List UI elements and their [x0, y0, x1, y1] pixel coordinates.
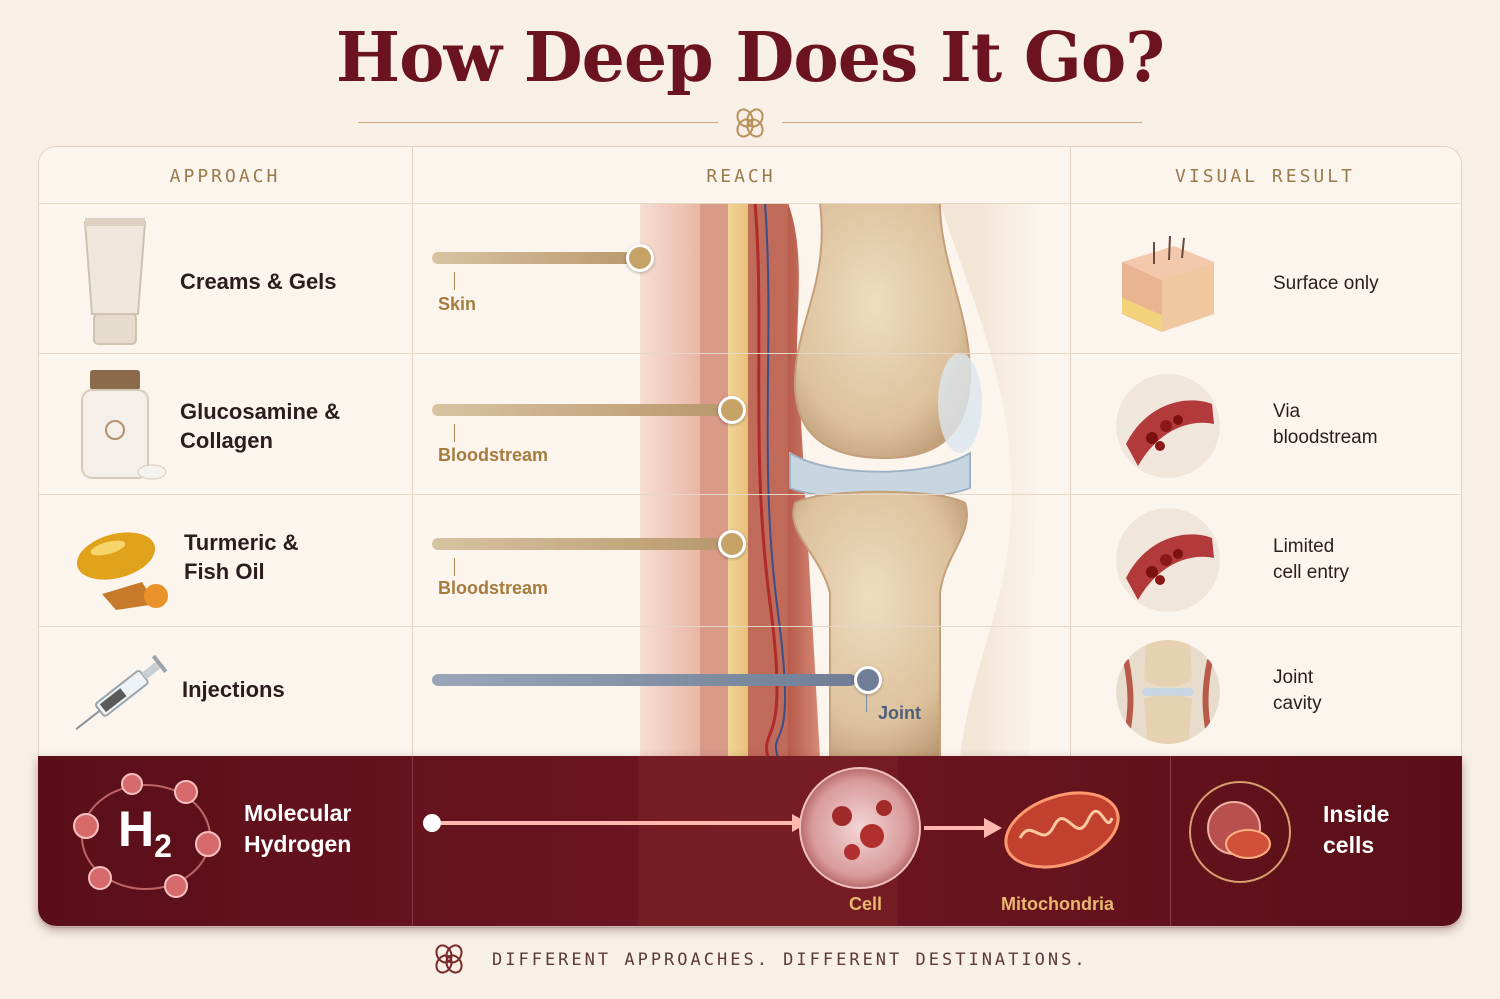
row-divider [38, 203, 1460, 204]
header-reach: REACH [706, 166, 776, 187]
result-line: cavity [1273, 693, 1322, 714]
hydrogen-molecule-icon [73, 773, 221, 898]
hydrogen-mitochondria-label: Mitochondria [1001, 894, 1114, 914]
result-surface-only: Surface only [1273, 273, 1379, 294]
page-title: How Deep Does It Go? [335, 18, 1165, 98]
hydrogen-reach-path [423, 756, 1120, 926]
reach-marker-bloodstream [718, 396, 746, 424]
knot-ornament-icon [736, 108, 764, 138]
approach-line: Fish Oil [184, 559, 265, 584]
result-line: Inside [1323, 801, 1390, 827]
approach-line: Hydrogen [244, 831, 352, 857]
result-line: Via [1273, 401, 1301, 422]
syringe-icon [75, 654, 168, 730]
supplement-jar-icon [81, 370, 167, 480]
reach-marker-skin [626, 244, 654, 272]
row-divider [38, 353, 1460, 354]
reach-bar-skin [432, 252, 638, 264]
approach-line: Molecular [244, 800, 352, 826]
knee-joint-icon [1116, 640, 1220, 744]
result-line: cells [1323, 832, 1375, 858]
hydrogen-symbol: H2 [118, 800, 172, 865]
reach-label-bloodstream: Bloodstream [438, 445, 549, 465]
approach-line: Collagen [180, 428, 273, 453]
reach-bar-bloodstream [432, 538, 722, 550]
approach-line: Glucosamine & [180, 399, 341, 424]
reach-marker-joint [854, 666, 882, 694]
reach-tick [866, 694, 867, 712]
fish-oil-capsule-icon [76, 532, 168, 610]
column-divider [1170, 756, 1171, 926]
approach-injections: Injections [182, 677, 285, 702]
result-inside-cells: Inside cells [1323, 799, 1389, 861]
reach-tick [454, 424, 455, 442]
reach-label-joint: Joint [878, 703, 921, 723]
knee-anatomy-illustration [640, 203, 1040, 758]
row-divider [38, 626, 1460, 627]
column-divider [1070, 147, 1071, 757]
reach-marker-bloodstream [718, 530, 746, 558]
cream-tube-icon [83, 218, 147, 345]
header-visual-result: VISUAL RESULT [1175, 166, 1355, 187]
blood-vessel-icon [1116, 374, 1220, 478]
title-rule-left [358, 122, 718, 123]
approach-creams-gels: Creams & Gels [180, 269, 337, 294]
hydrogen-symbol-letter: H [118, 801, 155, 857]
knot-footer-icon [435, 944, 463, 974]
cell-mitochondria-icon [1189, 781, 1291, 883]
title-rule-right [782, 122, 1142, 123]
result-line: Limited [1273, 536, 1335, 557]
reach-tick [454, 272, 455, 290]
result-line: bloodstream [1273, 427, 1378, 448]
hydrogen-cell-label: Cell [849, 894, 883, 914]
approach-molecular-hydrogen: Molecular Hydrogen [244, 798, 351, 860]
result-line: Joint [1273, 667, 1314, 688]
approach-line: Turmeric & [184, 530, 299, 555]
reach-label-skin: Skin [438, 294, 477, 314]
blood-vessel-icon [1116, 508, 1220, 612]
column-divider [412, 756, 413, 926]
result-via-bloodstream: Via bloodstream [1273, 399, 1378, 451]
reach-tick [454, 558, 455, 576]
reach-bar-bloodstream [432, 404, 722, 416]
header-approach: APPROACH [169, 166, 281, 187]
column-divider [412, 147, 413, 757]
approach-glucosamine-collagen: Glucosamine & Collagen [180, 397, 340, 455]
footer-tagline: DIFFERENT APPROACHES. DIFFERENT DESTINAT… [492, 950, 1088, 970]
reach-label-bloodstream: Bloodstream [438, 578, 549, 598]
hydrogen-subscript: 2 [154, 828, 172, 864]
result-line: cell entry [1273, 562, 1350, 583]
result-limited-cell-entry: Limited cell entry [1273, 534, 1349, 586]
approach-turmeric-fish-oil: Turmeric & Fish Oil [184, 528, 299, 586]
row-divider [38, 494, 1460, 495]
skin-layer-icon [1122, 235, 1214, 332]
reach-bar-joint [432, 674, 856, 686]
result-joint-cavity: Joint cavity [1273, 665, 1322, 717]
